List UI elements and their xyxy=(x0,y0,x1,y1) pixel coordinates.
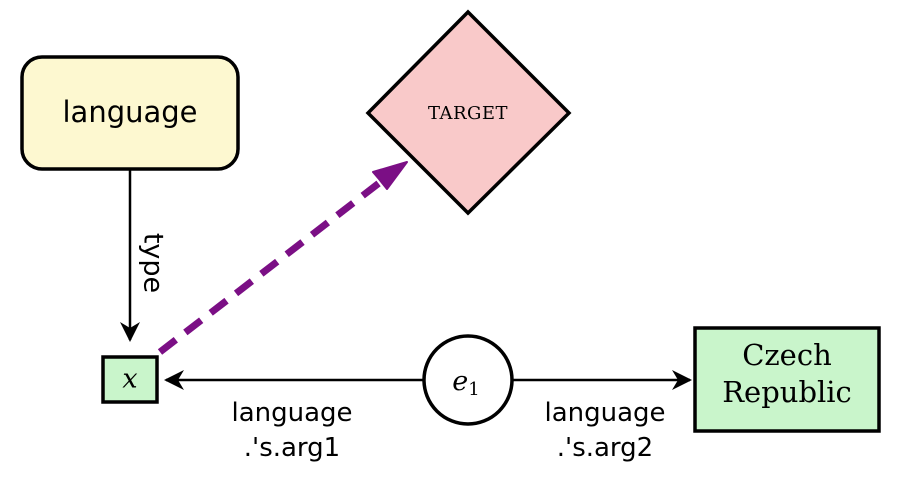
target-node: TARGET xyxy=(365,9,572,216)
variable-node-label: x xyxy=(122,364,137,395)
target-node-label: TARGET xyxy=(428,103,508,124)
event-node-subscript: 1 xyxy=(468,379,479,400)
entity-node-czech-republic: Czech Republic xyxy=(693,326,881,433)
target-edge-arrowhead xyxy=(372,161,408,190)
event-node-e1: e1 xyxy=(422,334,514,426)
event-node-label: e1 xyxy=(452,366,479,401)
arg1-edge-label-line1: language xyxy=(231,398,352,428)
arg1-edge-label-line2: .'s.arg1 xyxy=(244,433,340,463)
target-edge xyxy=(157,161,408,355)
variable-node-x: x xyxy=(101,355,159,404)
type-edge-label: type xyxy=(138,233,169,293)
type-node-label: language xyxy=(62,95,197,129)
entity-node-line1: Czech xyxy=(742,338,832,372)
arg2-edge-label-line1: language xyxy=(544,398,665,428)
entity-node-line2: Republic xyxy=(722,375,852,409)
type-node-language: language xyxy=(20,55,240,171)
arg2-edge-label-line2: .'s.arg2 xyxy=(557,433,653,463)
event-node-letter: e xyxy=(452,366,468,397)
